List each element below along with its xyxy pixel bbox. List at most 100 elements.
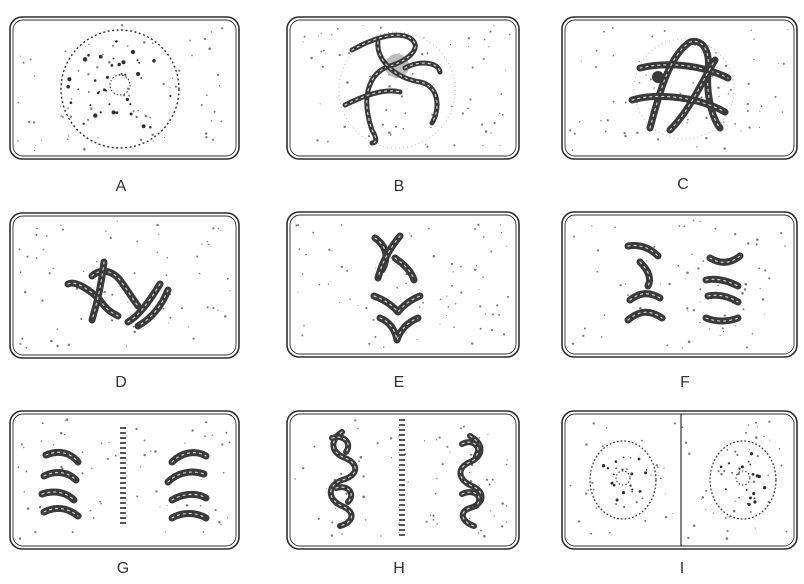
chromatin-granule [136,59,138,61]
stipple-dot [302,467,304,469]
stipple-dot [214,111,216,113]
stipple-dot [503,333,505,335]
chromatin-granule [626,468,627,469]
stipple-dot [723,121,724,122]
chromatin-granule [752,473,755,476]
stipple-dot [346,81,349,84]
chromosome-g-2 [44,473,76,480]
stipple-dot [686,307,688,309]
stipple-dot [717,87,719,89]
chromatin-granule [644,471,647,474]
stipple-dot [327,141,329,143]
stipple-dot [478,532,480,534]
stipple-dot [496,304,498,306]
stipple-dot [596,271,598,273]
stipple-dot [485,130,488,133]
stipple-dot [199,273,201,275]
stipple-dot [705,490,707,492]
stipple-dot [163,308,165,310]
stipple-dot [357,305,358,306]
stipple-dot [474,269,476,271]
stipple-dot [664,30,666,32]
stipple-dot [506,505,507,506]
stipple-dot [487,434,488,435]
stipple-dot [407,481,408,482]
stipple-dot [68,135,69,136]
stipple-dot [302,42,303,43]
stipple-dot [134,272,136,274]
stipple-dot [597,249,599,251]
stipple-dot [201,104,203,106]
stipple-dot [768,277,770,279]
stipple-dot [343,126,346,129]
daughter-nucleus-2 [710,441,776,519]
chromatin-granule [83,57,87,61]
stipple-dot [349,298,351,300]
stipple-dot [657,466,659,468]
cell-inner-outline-c [565,20,794,156]
stipple-dot [699,322,700,323]
stipple-dot [88,43,89,44]
stipple-dot [702,496,705,499]
chromatin-granule [720,466,723,469]
stipple-dot [688,340,691,343]
stipple-dot [579,121,581,123]
stipple-dot [484,39,486,41]
stipple-dot [193,337,195,339]
panel-a [10,17,239,159]
stipple-dot [382,124,384,126]
chromatin-granule [108,103,110,105]
panel-g [10,411,239,549]
stipple-dot [748,126,750,128]
stipple-dot [696,146,697,147]
cell-outline-g [10,411,239,549]
stipple-dot [204,435,206,437]
stipple-dot [489,483,491,485]
stipple-dot [99,501,101,503]
stipple-dot [153,141,154,142]
stipple-dot [476,265,477,266]
stipple-dot [299,248,301,250]
chromatin-granule [758,475,761,478]
stipple-dot [442,463,444,465]
stipple-dot [217,74,219,76]
stipple-dot [727,530,729,532]
stipple-dot [440,324,441,325]
stipple-dot [687,537,689,539]
stipple-dot [757,455,759,457]
stipple-dot [640,454,641,455]
stipple-dot [733,510,736,513]
chromosome-f-2 [640,262,650,286]
stipple-dot [211,31,213,33]
stipple-dot [749,449,750,450]
stipple-dot [682,426,684,428]
stipple-dot [653,246,655,248]
chromatin-granule [638,458,641,461]
chromatin-granule [747,503,749,505]
chromatin-granule [138,62,140,64]
stipple-dot [470,454,472,456]
stipple-dot [431,114,433,116]
stipple-dot [105,230,106,231]
stipple-dot [507,296,509,298]
chromatin-granule [753,500,756,503]
stipple-dot [737,473,740,476]
stipple-dot [46,235,48,237]
stipple-dot [304,36,306,38]
stipple-dot [212,139,214,141]
chromatin-granule [103,88,106,91]
stipple-dot [753,38,754,39]
stipple-dot [650,475,651,476]
panel-b [287,17,519,159]
stipple-dot [490,31,492,33]
stipple-dot [764,269,766,271]
stipple-dot [90,107,92,109]
stipple-dot [500,224,501,225]
stipple-dot [736,454,738,456]
stipple-dot [107,458,109,460]
stipple-dot [601,336,603,338]
stipple-dot [709,328,710,329]
stipple-dot [404,112,406,114]
chromatin-granule [746,489,748,491]
stipple-dot [331,250,332,251]
